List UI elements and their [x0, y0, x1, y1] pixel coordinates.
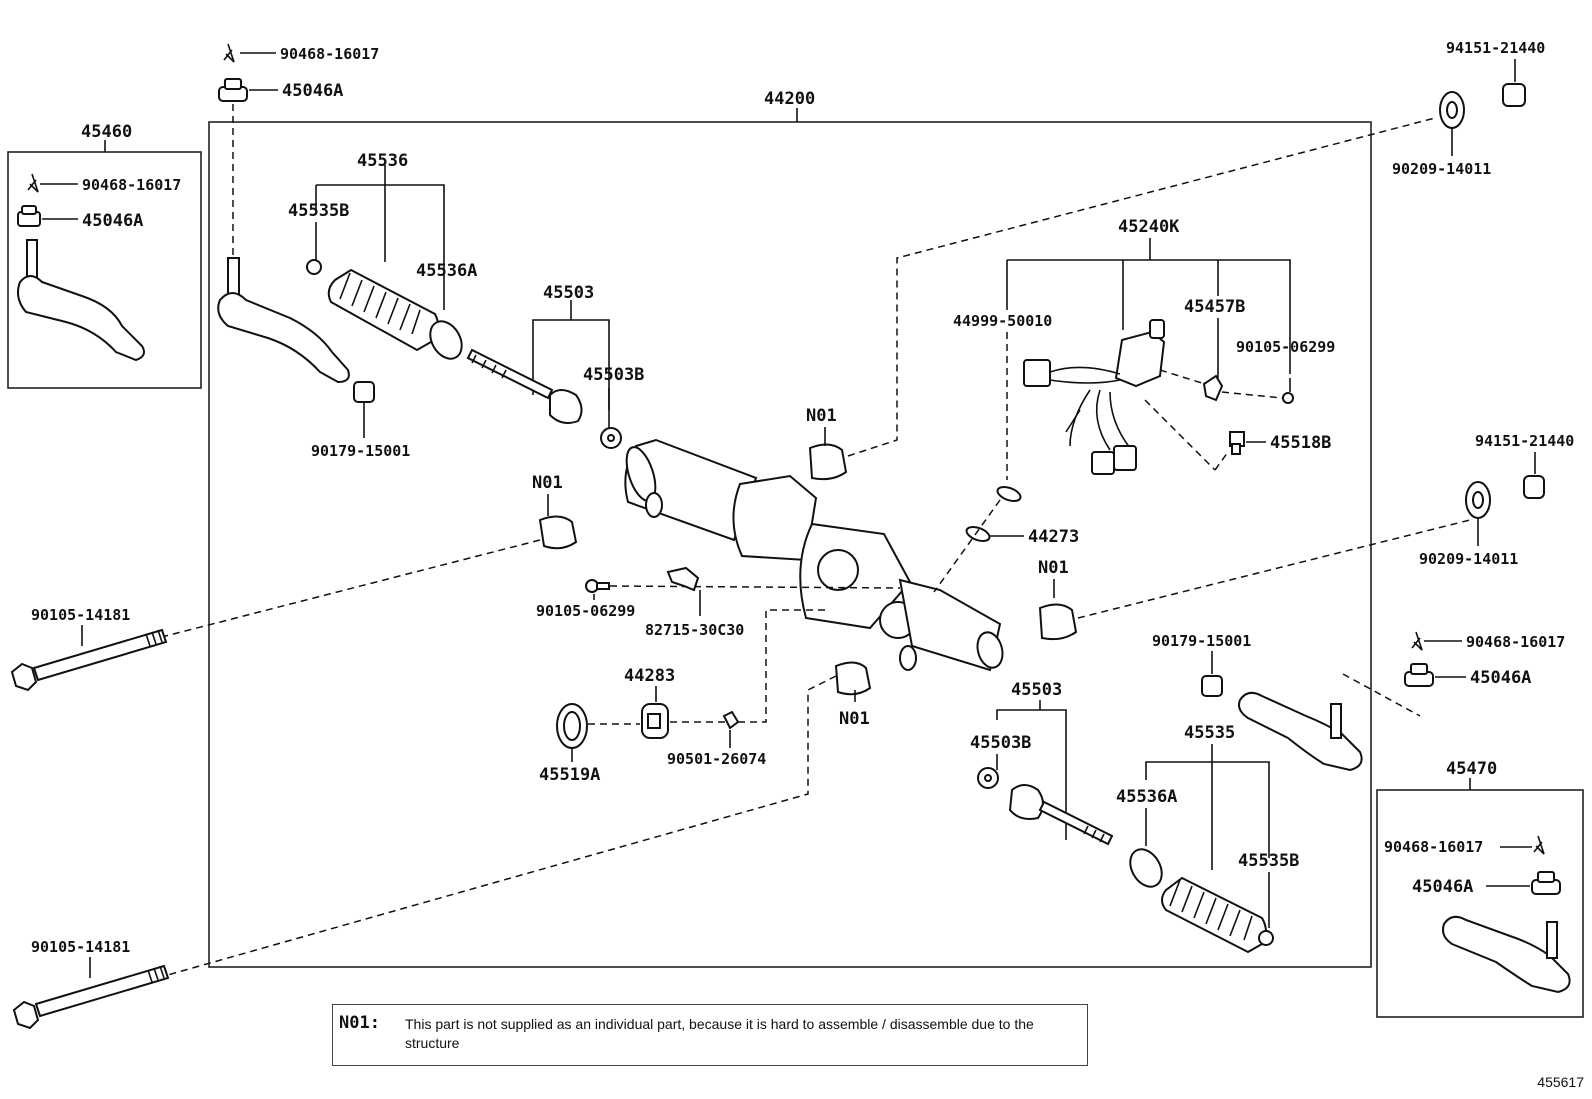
boot-clamp-icon: [1129, 848, 1163, 888]
label-45535B-left[interactable]: 45535B: [288, 201, 349, 221]
note-box: N01: This part is not supplied as an ind…: [332, 1004, 1088, 1066]
rack-boot-icon: [327, 268, 440, 352]
lock-washer-icon: [977, 767, 999, 789]
steering-gear-housing-icon: [624, 438, 1004, 672]
boot-clamp-icon: [429, 320, 463, 360]
label-45536A-right[interactable]: 45536A: [1116, 787, 1177, 807]
label-45518B[interactable]: 45518B: [1270, 433, 1331, 453]
castle-nut-icon: [17, 205, 41, 227]
label-N01-b[interactable]: N01: [532, 473, 563, 493]
label-90468-16017-top[interactable]: 90468-16017: [280, 45, 379, 63]
label-90468-16017-box2[interactable]: 90468-16017: [1384, 838, 1483, 856]
o-ring-icon: [965, 486, 1022, 542]
long-bolt-icon: [10, 628, 168, 692]
label-90105-06299-right[interactable]: 90105-06299: [1236, 338, 1335, 356]
label-90179-15001-right[interactable]: 90179-15001: [1152, 632, 1251, 650]
label-45503-left[interactable]: 45503: [543, 283, 594, 303]
bolt-icon: [1229, 431, 1245, 455]
bushing-icon: [1201, 675, 1223, 697]
plug-icon: [641, 703, 669, 739]
label-44283[interactable]: 44283: [624, 666, 675, 686]
label-90209-14011-mid[interactable]: 90209-14011: [1419, 550, 1518, 568]
label-45536A-left[interactable]: 45536A: [416, 261, 477, 281]
label-N01-a[interactable]: N01: [806, 406, 837, 426]
clip-icon: [1202, 374, 1224, 402]
dust-cover-icon: [556, 703, 588, 749]
label-90468-16017-right[interactable]: 90468-16017: [1466, 633, 1565, 651]
label-45519A[interactable]: 45519A: [539, 765, 600, 785]
assembly-45470-frame: [1376, 789, 1584, 1018]
label-94151-21440-mid[interactable]: 94151-21440: [1475, 432, 1574, 450]
diagram-id: 455617: [1537, 1074, 1584, 1090]
rack-boot-icon: [1161, 876, 1267, 954]
mount-bushing-icon: [538, 515, 578, 550]
label-45535[interactable]: 45535: [1184, 723, 1235, 743]
cotter-pin-icon: [1533, 835, 1545, 855]
screw-icon: [722, 710, 740, 730]
label-82715-30C30[interactable]: 82715-30C30: [645, 621, 744, 639]
label-45503B-right[interactable]: 45503B: [970, 733, 1031, 753]
boot-clamp-icon: [306, 259, 322, 275]
boot-clamp-icon: [1258, 930, 1274, 946]
mount-bushing-icon: [834, 661, 872, 696]
label-45503-right[interactable]: 45503: [1011, 680, 1062, 700]
castle-nut-icon: [1404, 663, 1434, 687]
bracket-icon: [666, 566, 700, 592]
label-44200[interactable]: 44200: [764, 89, 815, 109]
washer-icon: [1439, 91, 1465, 129]
lock-washer-icon: [600, 427, 622, 449]
cotter-pin-icon: [223, 43, 235, 63]
note-code: N01:: [339, 1013, 380, 1033]
mount-bushing-icon: [1038, 603, 1078, 641]
note-text: This part is not supplied as an individu…: [405, 1016, 1034, 1051]
label-94151-21440-top[interactable]: 94151-21440: [1446, 39, 1545, 57]
tie-rod-end-icon: [217, 257, 350, 384]
label-90501-26074[interactable]: 90501-26074: [667, 750, 766, 768]
cotter-pin-icon: [27, 173, 39, 193]
cotter-pin-icon: [1411, 631, 1423, 651]
inner-tie-rod-icon: [466, 348, 583, 424]
label-N01-c[interactable]: N01: [1038, 558, 1069, 578]
bushing-icon: [353, 381, 375, 403]
label-45457B[interactable]: 45457B: [1184, 297, 1245, 317]
long-bolt-icon: [12, 964, 170, 1030]
label-45470[interactable]: 45470: [1446, 759, 1497, 779]
hex-nut-icon: [1502, 83, 1526, 107]
label-45046A-box2[interactable]: 45046A: [1412, 877, 1473, 897]
label-45503B-left[interactable]: 45503B: [583, 365, 644, 385]
label-45536[interactable]: 45536: [357, 151, 408, 171]
label-45046A-top[interactable]: 45046A: [282, 81, 343, 101]
tie-rod-end-icon: [1442, 915, 1571, 994]
castle-nut-icon: [1531, 871, 1561, 895]
hex-nut-icon: [1523, 475, 1545, 499]
label-90105-14181-bottom[interactable]: 90105-14181: [31, 938, 130, 956]
label-45535B-right[interactable]: 45535B: [1238, 851, 1299, 871]
tie-rod-end-icon: [17, 239, 145, 362]
label-90179-15001-left[interactable]: 90179-15001: [311, 442, 410, 460]
label-90468-16017-box[interactable]: 90468-16017: [82, 176, 181, 194]
small-bolt-icon: [585, 579, 610, 593]
mount-bushing-icon: [808, 443, 848, 481]
label-N01-d[interactable]: N01: [839, 709, 870, 729]
label-45046A-box[interactable]: 45046A: [82, 211, 143, 231]
label-90105-14181-top[interactable]: 90105-14181: [31, 606, 130, 624]
label-44273[interactable]: 44273: [1028, 527, 1079, 547]
castle-nut-icon: [218, 78, 248, 102]
inner-tie-rod-icon: [1008, 784, 1114, 846]
tie-rod-end-icon: [1238, 691, 1363, 772]
washer-icon: [1465, 481, 1491, 519]
label-90209-14011-top[interactable]: 90209-14011: [1392, 160, 1491, 178]
label-45046A-right[interactable]: 45046A: [1470, 668, 1531, 688]
label-45240K[interactable]: 45240K: [1118, 217, 1180, 237]
label-45460[interactable]: 45460: [81, 122, 132, 142]
small-bolt-icon: [1282, 392, 1294, 404]
torque-sensor-icon: [1023, 319, 1166, 475]
label-44999-50010[interactable]: 44999-50010: [953, 312, 1052, 330]
label-90105-06299-center[interactable]: 90105-06299: [536, 602, 635, 620]
